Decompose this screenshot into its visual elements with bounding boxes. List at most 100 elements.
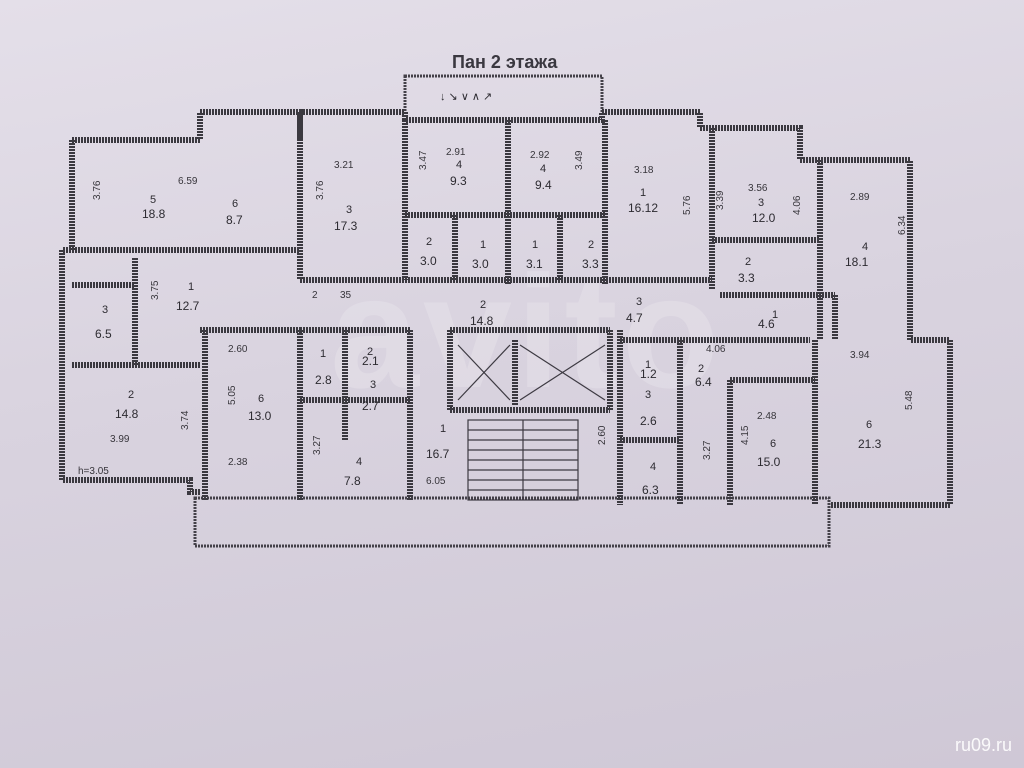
corner-note: h=3.05 xyxy=(78,466,109,477)
room-dimension-side: 4.15 xyxy=(740,425,751,445)
stair-arrows: ↓ ↘ ∨ ∧ ↗ xyxy=(440,91,492,103)
room-dimension-top: 6.59 xyxy=(178,176,198,187)
room-dimension-side: 3.76 xyxy=(315,180,326,200)
room-number: 4 xyxy=(456,159,462,171)
room-area: 2.8 xyxy=(315,373,332,387)
room-number: 4 xyxy=(540,163,546,175)
room-area: 6.5 xyxy=(95,327,112,341)
room-dimension-top: 4.06 xyxy=(706,344,726,355)
room-dimension-bottom: 6.05 xyxy=(426,476,446,487)
room-number: 6 xyxy=(232,198,238,210)
room-number: 2 xyxy=(367,346,373,358)
room-area: 16.12 xyxy=(628,201,658,215)
elevator-shafts xyxy=(457,344,606,401)
room-area: 3.3 xyxy=(582,257,599,271)
room-area: 17.3 xyxy=(334,219,358,233)
room-area: 6.3 xyxy=(642,483,659,497)
top-projection xyxy=(403,74,604,122)
room-dimension-side: 5.76 xyxy=(682,195,693,215)
room-number: 3 xyxy=(346,204,352,216)
room-dimension-side: 4.06 xyxy=(792,195,803,215)
room-dimension-side: 3.74 xyxy=(180,410,191,430)
room-area: 4.7 xyxy=(626,311,643,325)
room-area: 12.0 xyxy=(752,211,776,225)
room-labels: 6.59518.83.7668.73.21317.33.762.9149.33.… xyxy=(92,147,915,497)
room-area: 16.7 xyxy=(426,447,450,461)
room-number: 1 xyxy=(645,359,651,371)
room-number: 1 xyxy=(480,239,486,251)
room-area: 9.3 xyxy=(450,174,467,188)
room-number: 3 xyxy=(370,379,376,391)
room-area: 2.7 xyxy=(362,399,379,413)
room-dimension-top: 3.94 xyxy=(850,350,870,361)
room-area: 9.4 xyxy=(535,178,552,192)
room-number: 1 xyxy=(532,239,538,251)
room-area: 6.4 xyxy=(695,375,712,389)
room-area: 3.1 xyxy=(526,257,543,271)
room-number: 3 xyxy=(758,197,764,209)
room-number: 2 xyxy=(588,239,594,251)
stair-flight xyxy=(467,419,579,501)
room-dimension-side: 3.27 xyxy=(702,440,713,460)
room-number: 4 xyxy=(862,241,868,253)
room-number: 2 xyxy=(745,256,751,268)
room-number: 2 xyxy=(480,299,486,311)
room-number: 3 xyxy=(636,296,642,308)
room-area: 21.3 xyxy=(858,437,882,451)
room-area: 3.0 xyxy=(472,257,489,271)
room-area: 4.6 xyxy=(758,317,775,331)
room-dimension-side: 3.76 xyxy=(92,180,103,200)
outer-wall-left xyxy=(59,140,200,495)
room-area: 3.3 xyxy=(738,271,755,285)
room-number: 2 xyxy=(698,363,704,375)
site-watermark: ru09.ru xyxy=(954,735,1012,755)
hall-dimension: 2 xyxy=(312,290,318,301)
room-dimension-top: 3.21 xyxy=(334,160,354,171)
bottom-projection xyxy=(193,496,831,548)
room-area: 2.1 xyxy=(362,354,379,368)
room-dimension-side: 5.48 xyxy=(904,390,915,410)
room-area: 3.0 xyxy=(420,254,437,268)
room-dimension-top: 2.60 xyxy=(228,344,248,355)
room-area: 14.8 xyxy=(115,407,139,421)
room-dimension-side: 3.39 xyxy=(715,190,726,210)
room-number: 4 xyxy=(356,456,362,468)
outer-wall-top-left xyxy=(72,109,303,143)
room-number: 4 xyxy=(650,461,656,473)
room-area: 12.7 xyxy=(176,299,200,313)
room-number: 5 xyxy=(150,194,156,206)
plan-title: Пан 2 этажа xyxy=(452,52,558,72)
room-area: 18.8 xyxy=(142,207,166,221)
room-dimension-side: 3.49 xyxy=(574,150,585,170)
room-area: 1.2 xyxy=(640,367,657,381)
room-number: 1 xyxy=(640,187,646,199)
room-dimension-side: 2.60 xyxy=(597,425,608,445)
room-number: 1 xyxy=(440,423,446,435)
room-number: 3 xyxy=(645,389,651,401)
room-area: 7.8 xyxy=(344,474,361,488)
room-dimension-top: 2.89 xyxy=(850,192,870,203)
room-number: 6 xyxy=(258,393,264,405)
room-dimension-top: 2.91 xyxy=(446,147,466,158)
room-dimension-top: 3.18 xyxy=(634,165,654,176)
room-dimension-bottom: 3.99 xyxy=(110,434,130,445)
room-area: 8.7 xyxy=(226,213,243,227)
room-number: 1 xyxy=(188,281,194,293)
room-dimension-top: 2.92 xyxy=(530,150,550,161)
room-dimension-side: 6.34 xyxy=(897,215,908,235)
room-dimension-top: 2.48 xyxy=(757,411,777,422)
room-number: 2 xyxy=(426,236,432,248)
room-dimension-side: 5.05 xyxy=(227,385,238,405)
outer-wall-right xyxy=(300,109,953,508)
room-dimension-side: 3.27 xyxy=(312,435,323,455)
room-dimension-side: 3.47 xyxy=(418,150,429,170)
room-number: 6 xyxy=(866,419,872,431)
room-number: 6 xyxy=(770,438,776,450)
room-dimension-side: 3.75 xyxy=(150,280,161,300)
room-area: 2.6 xyxy=(640,414,657,428)
room-dimension-top: 3.56 xyxy=(748,183,768,194)
room-number: 1 xyxy=(320,348,326,360)
room-area: 15.0 xyxy=(757,455,781,469)
room-area: 14.8 xyxy=(470,314,494,328)
room-area: 18.1 xyxy=(845,255,869,269)
